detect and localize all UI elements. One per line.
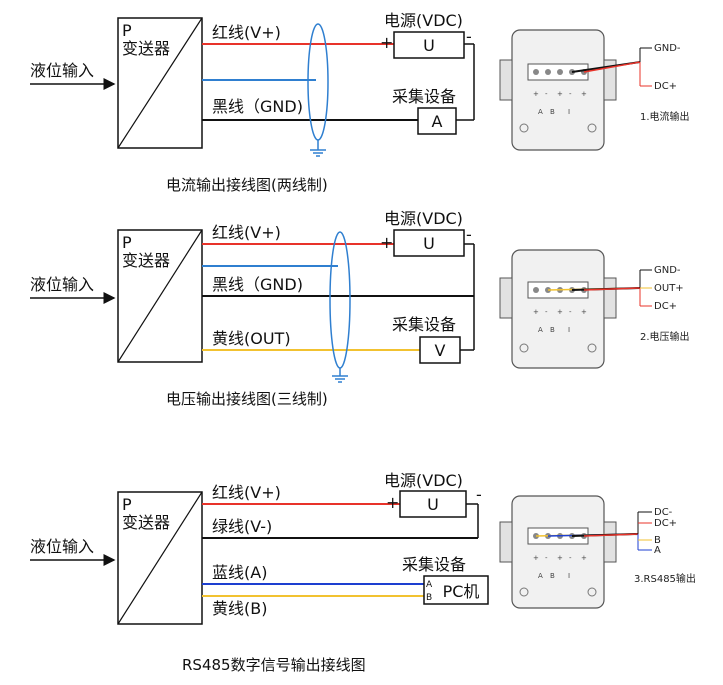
plus-sign: + bbox=[380, 33, 393, 52]
terminal-letter: I bbox=[568, 572, 570, 580]
terminal-mark: - bbox=[569, 90, 572, 98]
power-label: 电源(VDC) bbox=[384, 209, 463, 228]
port-a-label: A bbox=[426, 580, 433, 590]
blue-wire-label: 蓝线(A) bbox=[212, 563, 267, 582]
device-box-label: A bbox=[432, 112, 443, 131]
terminal-mark: - bbox=[569, 308, 572, 316]
device-label: 采集设备 bbox=[392, 315, 456, 334]
terminal-caption: 2.电压输出 bbox=[640, 330, 690, 343]
terminal-caption: 1.电流输出 bbox=[640, 110, 690, 123]
power-box bbox=[399, 490, 467, 518]
terminal-mark: + bbox=[557, 90, 563, 98]
red-wire-label: 红线(V+) bbox=[212, 23, 281, 42]
current-diagram: 液位输入 P 变送器 红线(V+) 黑线（GND) 电源(VDC) + U - … bbox=[30, 11, 690, 194]
input-label: 液位输入 bbox=[30, 275, 94, 294]
terminal-mark: - bbox=[545, 554, 548, 562]
power-box bbox=[393, 229, 465, 257]
terminal-mark: + bbox=[557, 554, 563, 562]
terminal-mark: - bbox=[545, 90, 548, 98]
terminal-mark: - bbox=[545, 308, 548, 316]
terminal-gnd-label: GND- bbox=[654, 43, 681, 54]
green-wire-label: 绿线(V-) bbox=[212, 517, 272, 536]
shield-ellipse bbox=[329, 231, 351, 369]
terminal-a-label: A bbox=[654, 545, 661, 556]
terminal-letter: B bbox=[550, 572, 555, 580]
terminal-mark: + bbox=[533, 554, 539, 562]
terminal-block: DC- DC+ B A + - + - + A B I 3.RS485输出 bbox=[499, 495, 696, 609]
terminal-mark: + bbox=[557, 308, 563, 316]
terminal-mark: - bbox=[569, 554, 572, 562]
terminal-mark: + bbox=[581, 90, 587, 98]
terminal-gnd-label: GND- bbox=[654, 265, 681, 276]
input-label: 液位输入 bbox=[30, 537, 94, 556]
device-label: 采集设备 bbox=[402, 555, 466, 574]
terminal-letter: B bbox=[550, 326, 555, 334]
input-label: 液位输入 bbox=[30, 61, 94, 80]
device-label: 采集设备 bbox=[392, 87, 456, 106]
terminal-dcp-label: DC+ bbox=[654, 518, 677, 529]
terminal-letter: A bbox=[538, 326, 543, 334]
terminal-b-label: B bbox=[654, 535, 661, 546]
shield-ellipse bbox=[307, 23, 329, 141]
transmitter-p: P bbox=[122, 21, 132, 40]
minus-sign: - bbox=[466, 225, 472, 244]
terminal-letter: I bbox=[568, 326, 570, 334]
transmitter-p: P bbox=[122, 495, 132, 514]
terminal-letter: A bbox=[538, 572, 543, 580]
power-box-label: U bbox=[423, 234, 435, 253]
transmitter-diagonal bbox=[117, 491, 203, 625]
black-wire-label: 黑线（GND) bbox=[212, 275, 303, 294]
rs485-diagram: 液位输入 P 变送器 红线(V+) 绿线(V-) 蓝线(A) 黄线(B) 电源(… bbox=[30, 471, 696, 674]
power-label: 电源(VDC) bbox=[384, 11, 463, 30]
terminal-dcm-label: DC- bbox=[654, 507, 673, 518]
terminal-dc-label: DC+ bbox=[654, 81, 677, 92]
plus-sign: + bbox=[380, 233, 393, 252]
power-label: 电源(VDC) bbox=[384, 471, 463, 490]
voltage-diagram: 液位输入 P 变送器 红线(V+) 黑线（GND) 黄线(OUT) 电源(VDC… bbox=[30, 209, 690, 408]
device-box bbox=[417, 107, 457, 135]
diagram-caption: 电压输出接线图(三线制) bbox=[166, 390, 328, 408]
red-wire-label: 红线(V+) bbox=[212, 223, 281, 242]
terminal-block: GND- DC+ + - + - + A B I 1.电流输出 bbox=[499, 29, 690, 151]
terminal-mark: + bbox=[533, 308, 539, 316]
terminal-out-label: OUT+ bbox=[654, 283, 684, 294]
yellow-wire-label: 黄线(B) bbox=[212, 599, 267, 618]
device-box-label: PC机 bbox=[443, 582, 480, 601]
power-box-label: U bbox=[427, 495, 439, 514]
transmitter-diagonal bbox=[117, 229, 203, 363]
power-box bbox=[393, 31, 465, 59]
terminal-mark: + bbox=[533, 90, 539, 98]
transmitter-name: 变送器 bbox=[122, 39, 170, 58]
terminal-letter: I bbox=[568, 108, 570, 116]
transmitter-name: 变送器 bbox=[122, 513, 170, 532]
diagram-caption: RS485数字信号输出接线图 bbox=[182, 656, 366, 674]
terminal-letter: A bbox=[538, 108, 543, 116]
yellow-wire-label: 黄线(OUT) bbox=[212, 329, 291, 348]
device-box-label: V bbox=[435, 341, 446, 360]
terminal-mark: + bbox=[581, 554, 587, 562]
transmitter-diagonal bbox=[117, 17, 203, 149]
minus-sign: - bbox=[476, 485, 482, 504]
transmitter-p: P bbox=[122, 233, 132, 252]
device-box bbox=[423, 575, 489, 605]
terminal-letter: B bbox=[550, 108, 555, 116]
transmitter-name: 变送器 bbox=[122, 251, 170, 270]
plus-sign: + bbox=[386, 493, 399, 512]
power-box-label: U bbox=[423, 36, 435, 55]
device-box bbox=[419, 336, 461, 364]
red-wire-label: 红线(V+) bbox=[212, 483, 281, 502]
terminal-block: GND- OUT+ DC+ + - + - + A B I 2.电压输出 bbox=[499, 249, 690, 369]
minus-sign: - bbox=[466, 27, 472, 46]
diagram-caption: 电流输出接线图(两线制) bbox=[166, 176, 328, 194]
terminal-mark: + bbox=[581, 308, 587, 316]
port-b-label: B bbox=[426, 593, 432, 603]
terminal-dc-label: DC+ bbox=[654, 301, 677, 312]
terminal-caption: 3.RS485输出 bbox=[634, 572, 696, 585]
black-wire-label: 黑线（GND) bbox=[212, 97, 303, 116]
